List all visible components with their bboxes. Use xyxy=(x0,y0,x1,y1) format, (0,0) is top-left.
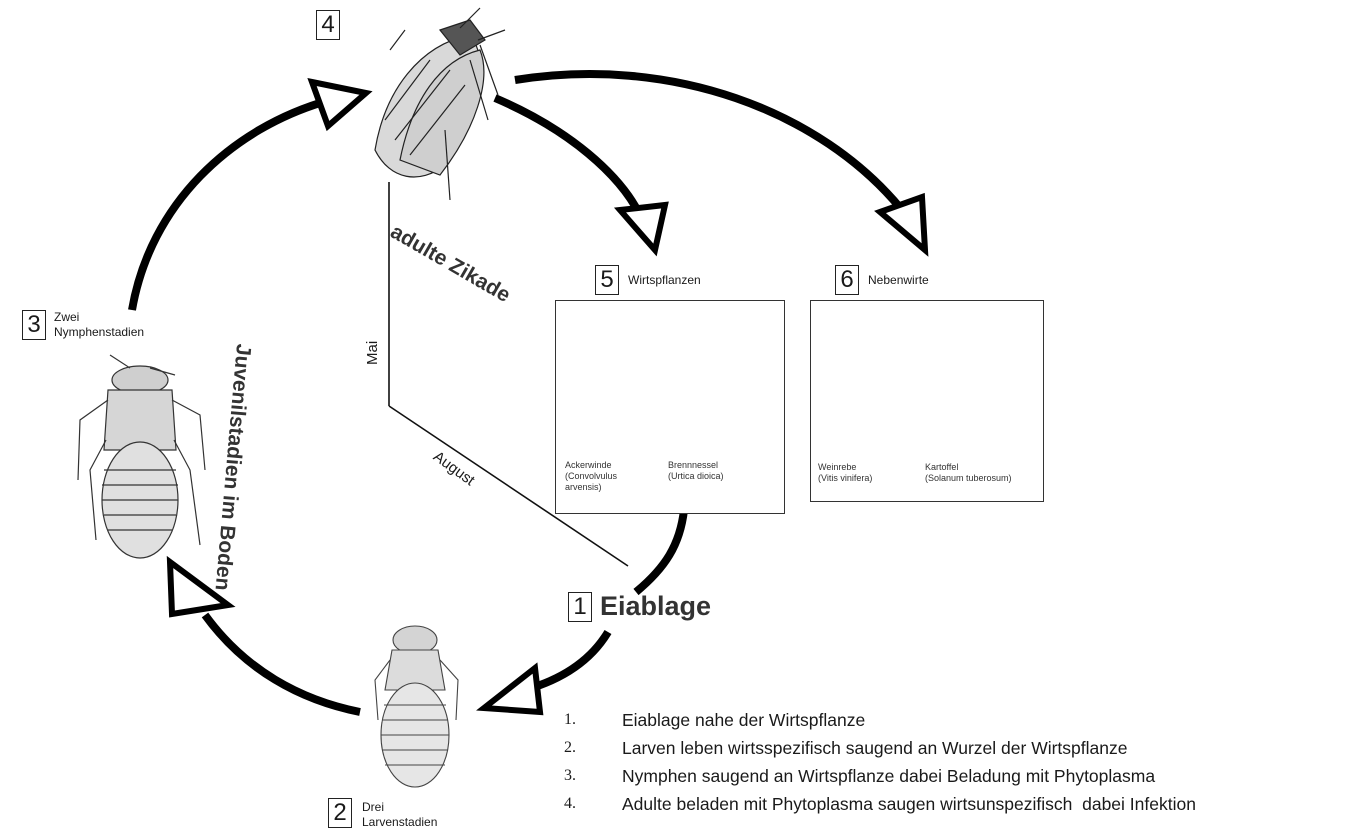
host-plant-bindweed-label: Ackerwinde (Convolvulus arvensis) xyxy=(565,460,617,493)
arrow-3-to-4 xyxy=(132,100,330,310)
potato-latin-name: (Solanum tuberosum) xyxy=(925,473,1012,484)
arrow-5-to-1 xyxy=(636,510,684,592)
adult-leafhopper-illustration xyxy=(375,8,505,200)
stage-6-number: 6 xyxy=(835,265,859,295)
legend-text: Adulte beladen mit Phytoplasma saugen wi… xyxy=(622,790,1196,818)
stage-5-number: 5 xyxy=(595,265,619,295)
legend-item: 4. Adulte beladen mit Phytoplasma saugen… xyxy=(560,790,1350,818)
nettle-common-name: Brennnessel xyxy=(668,460,724,471)
nettle-latin-name: (Urtica dioica) xyxy=(668,471,724,482)
bindweed-latin-name-1: (Convolvulus xyxy=(565,471,617,482)
stage-3-label-line2: Nymphenstadien xyxy=(54,325,144,340)
legend-item: 1. Eiablage nahe der Wirtspflanze xyxy=(560,706,1350,734)
grapevine-latin-name: (Vitis vinifera) xyxy=(818,473,872,484)
arrow-4-to-5-head xyxy=(620,205,665,250)
timeline-may-label: Mai xyxy=(364,341,381,365)
stage-6-label: Nebenwirte xyxy=(868,273,929,288)
legend-item: 3. Nymphen saugend an Wirtspflanze dabei… xyxy=(560,762,1350,790)
stage-3-number: 3 xyxy=(22,310,46,340)
stage-2-number: 2 xyxy=(328,798,352,828)
bindweed-latin-name-2: arvensis) xyxy=(565,482,617,493)
secondary-host-potato-label: Kartoffel (Solanum tuberosum) xyxy=(925,462,1012,484)
arrow-4-to-6-head xyxy=(880,197,925,250)
legend-item: 2. Larven leben wirtsspezifisch saugend … xyxy=(560,734,1350,762)
secondary-host-grapevine-label: Weinrebe (Vitis vinifera) xyxy=(818,462,872,484)
stage-2-label-line1: Drei xyxy=(362,800,437,815)
nymph-illustration xyxy=(78,355,205,558)
arrow-4-to-5 xyxy=(495,98,640,215)
bindweed-common-name: Ackerwinde xyxy=(565,460,617,471)
arrow-2-to-3 xyxy=(205,615,360,712)
legend-number: 4. xyxy=(560,790,622,818)
host-plant-nettle-label: Brennnessel (Urtica dioica) xyxy=(668,460,724,482)
stage-3-label: Zwei Nymphenstadien xyxy=(54,310,144,340)
legend-text: Larven leben wirtsspezifisch saugend an … xyxy=(622,734,1127,762)
legend-number: 1. xyxy=(560,706,622,734)
potato-common-name: Kartoffel xyxy=(925,462,1012,473)
stage-2-label: Drei Larvenstadien xyxy=(362,800,437,830)
stage-4-number: 4 xyxy=(316,10,340,40)
stage-3-label-line1: Zwei xyxy=(54,310,144,325)
legend-text: Nymphen saugend an Wirtspflanze dabei Be… xyxy=(622,762,1155,790)
stage-5-label: Wirtspflanzen xyxy=(628,273,701,288)
arrow-3-to-4-head xyxy=(312,82,366,126)
larva-illustration xyxy=(375,626,458,787)
stage-1-number: 1 xyxy=(568,592,592,622)
legend-number: 2. xyxy=(560,734,622,762)
legend-text: Eiablage nahe der Wirtspflanze xyxy=(622,706,865,734)
legend-number: 3. xyxy=(560,762,622,790)
stage-1-label: Eiablage xyxy=(600,590,711,622)
legend-list: 1. Eiablage nahe der Wirtspflanze 2. Lar… xyxy=(560,706,1350,818)
stage-2-label-line2: Larvenstadien xyxy=(362,815,437,830)
grapevine-common-name: Weinrebe xyxy=(818,462,872,473)
arrow-1-to-2-head xyxy=(484,668,540,712)
